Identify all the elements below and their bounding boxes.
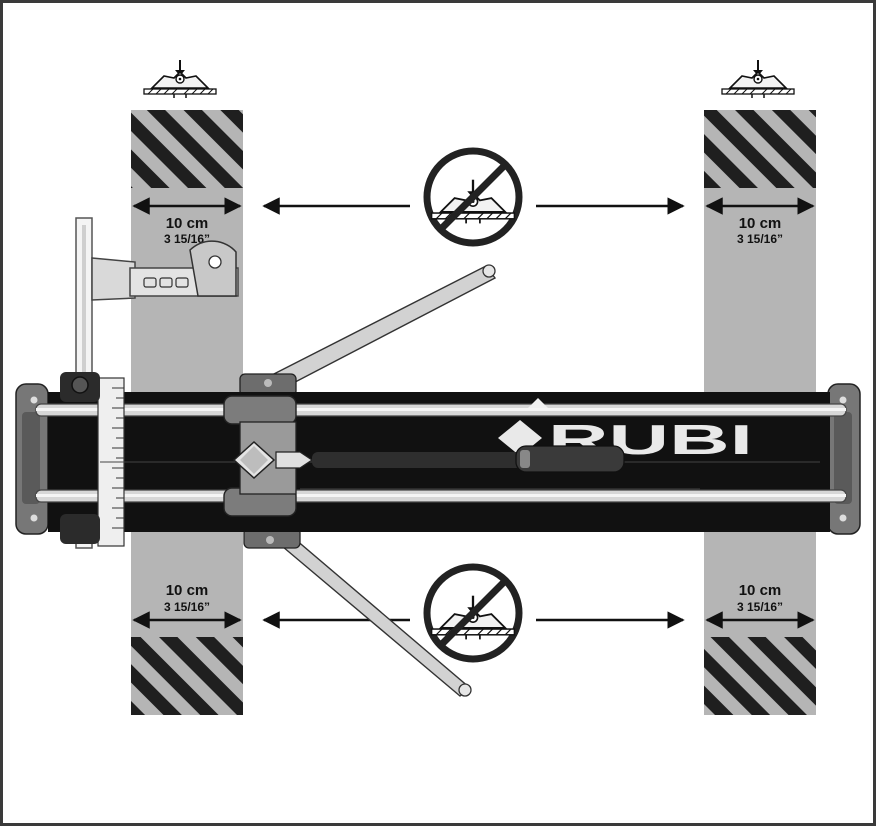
prohibited-support-icon [423,563,523,663]
measure-metric-bottom-right: 10 cm [739,582,782,599]
prohibited-support-icon [423,147,523,247]
measure-imperial-top-left: 3 15/16” [164,232,210,246]
measure-metric-top-right: 10 cm [739,215,782,232]
dimension-arrow [132,197,815,629]
scoring-carriage [223,395,625,517]
measure-metric-bottom-left: 10 cm [166,582,209,599]
measure-imperial-top-right: 3 15/16” [737,232,783,246]
measure-imperial-bottom-right: 3 15/16” [737,600,783,614]
support-stand-icon [721,59,795,99]
handle-upper [239,264,497,397]
handle-lower [243,527,472,697]
support-stand-icon [143,59,217,99]
measure-imperial-bottom-left: 3 15/16” [164,600,210,614]
measure-metric-top-left: 10 cm [166,215,209,232]
